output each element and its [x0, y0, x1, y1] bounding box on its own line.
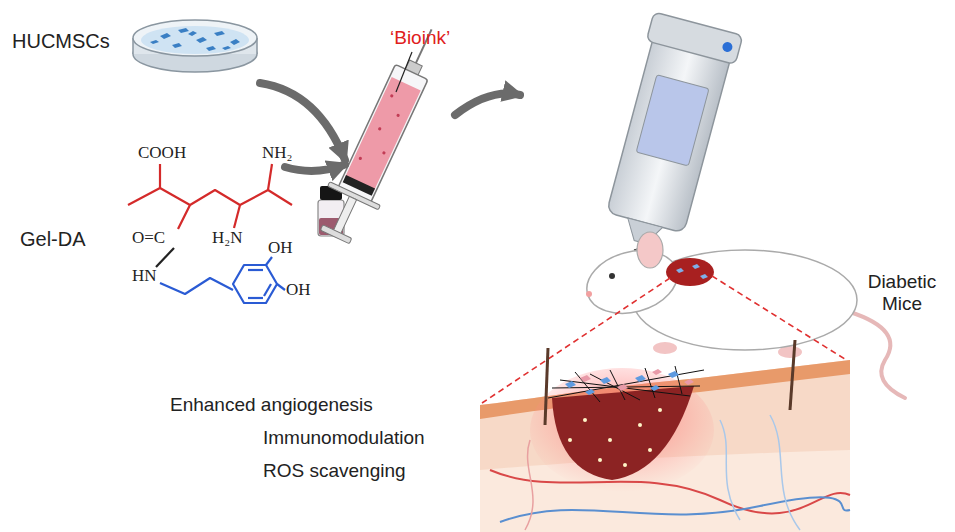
- printing-target: Diabetic Mice: [520, 5, 950, 365]
- petri-dish: [141, 26, 249, 54]
- syringe: [358, 156, 362, 160]
- chemical-group: NH₂: [262, 143, 292, 163]
- leader-line: [396, 52, 412, 92]
- syringe: [320, 225, 352, 244]
- cell-source: HUCMSCs: [10, 20, 260, 110]
- skin-section: [608, 438, 612, 442]
- skin-section: [552, 386, 694, 480]
- skin-section: [548, 370, 704, 398]
- chemical-group: HN: [132, 266, 157, 286]
- mouse: [580, 241, 684, 323]
- mouse: [609, 273, 615, 279]
- mouse: [676, 264, 708, 279]
- flow-arrow: [285, 165, 345, 171]
- chemical-group: H₂N: [212, 228, 242, 248]
- skin-section: [580, 369, 694, 391]
- skin-section: [525, 440, 533, 530]
- skin-section: [568, 408, 662, 467]
- chemical-structure: [128, 188, 292, 205]
- syringe: [382, 151, 386, 155]
- node-label: Diabetic Mice: [854, 271, 950, 315]
- skin-section: [720, 415, 800, 530]
- petri-dish: [133, 20, 257, 56]
- skin-section: [480, 340, 850, 532]
- mouse: [850, 312, 905, 398]
- chemical-structure: [277, 284, 285, 290]
- skin-section: [490, 470, 850, 513]
- chemical-structure: [264, 284, 271, 296]
- node-label: Gel-DA: [20, 228, 86, 251]
- chemical-structure: [156, 248, 174, 267]
- chemical-group: COOH: [138, 143, 186, 163]
- skin-section: [530, 368, 714, 492]
- chemical-structure: [248, 269, 263, 271]
- chemical-structure: [268, 164, 272, 190]
- handheld-printer: [596, 12, 743, 254]
- effect-label: Immunomodulation: [263, 427, 425, 449]
- skin-section: [565, 371, 679, 395]
- handheld-printer: [607, 33, 732, 233]
- syringe: [309, 18, 457, 249]
- skin-section: [675, 366, 682, 394]
- skin-section: [583, 418, 587, 422]
- chemical-structure: [160, 278, 233, 294]
- mouse: [666, 258, 714, 286]
- chemical-group: OH: [268, 238, 293, 258]
- syringe: [396, 113, 400, 117]
- syringe: [345, 77, 420, 190]
- skin-section: [568, 438, 572, 442]
- mouse: [637, 232, 663, 268]
- bioink-syringe: ‘Bioink’: [345, 25, 455, 250]
- skin-section: [658, 408, 662, 412]
- effect-label: Enhanced angiogenesis: [170, 394, 373, 416]
- chemical-group: OH: [286, 280, 311, 300]
- syringe: [378, 127, 382, 131]
- syringe: [333, 196, 356, 234]
- bioink-label: ‘Bioink’: [390, 27, 450, 49]
- chemical-group: O=C: [132, 228, 165, 248]
- chemical-structure: [128, 164, 292, 303]
- chemical-structure: [233, 265, 277, 303]
- handheld-printer: [721, 41, 733, 53]
- skin-section: [480, 360, 850, 532]
- node-label: HUCMSCs: [12, 30, 110, 53]
- skin-section: [545, 348, 548, 425]
- mouse: [586, 291, 592, 297]
- zoom-guide: [712, 276, 848, 361]
- chemical-structure: [178, 205, 190, 229]
- chemical-structure: [248, 297, 263, 299]
- skin-section: [500, 497, 850, 522]
- chemical-structure: [159, 164, 161, 188]
- flow-arrow: [455, 94, 520, 115]
- handheld-printer: [636, 75, 709, 166]
- syringe: [390, 94, 394, 98]
- skin-section: [790, 340, 795, 410]
- handheld-printer: [646, 12, 743, 65]
- chemical-structure: [266, 257, 272, 265]
- skin-section: [548, 366, 704, 402]
- skin-section: [598, 458, 602, 462]
- skin-section: [648, 448, 652, 452]
- skin-section: [623, 463, 627, 467]
- petri-dish: [133, 20, 257, 72]
- effect-label: ROS scavenging: [263, 460, 406, 482]
- petri-dish: [150, 28, 240, 51]
- skin-section: [638, 423, 642, 427]
- mouse: [653, 342, 677, 354]
- skin-section: [590, 374, 640, 400]
- syringe: [338, 64, 428, 202]
- chemical-structure: [234, 205, 240, 228]
